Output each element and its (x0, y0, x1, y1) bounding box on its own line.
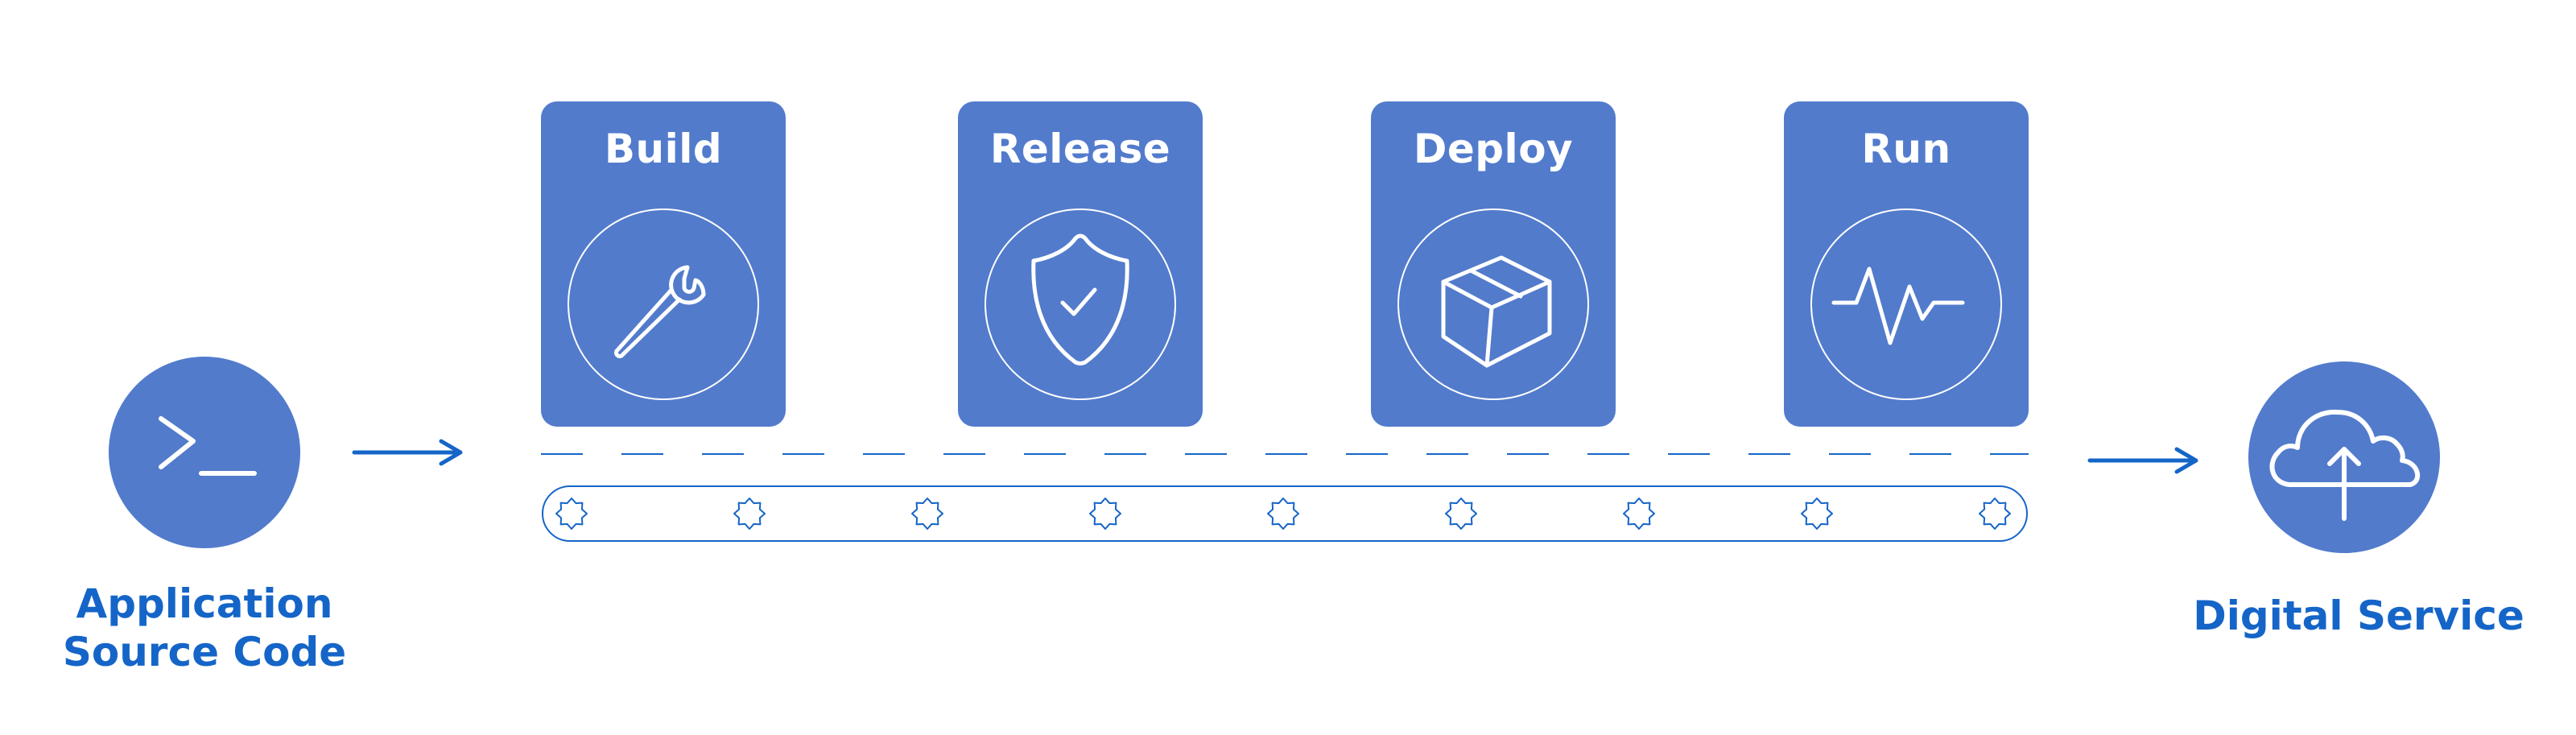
gear-icon (1089, 498, 1121, 530)
gear-icon (555, 498, 588, 530)
conveyor-gears (555, 498, 2011, 530)
pulse-activity-icon (1810, 209, 2002, 400)
gear-icon (1979, 498, 2011, 530)
arrow-right-icon (352, 439, 463, 466)
source-label-line2: Source Code (62, 629, 347, 675)
arrow-right-icon (2087, 447, 2198, 474)
stage-card-deploy: Deploy (1371, 101, 1616, 427)
package-box-icon (1397, 209, 1589, 400)
gear-icon (1801, 498, 1833, 530)
source-label: Application Source Code (43, 580, 365, 676)
source-label-line1: Application (76, 580, 333, 627)
stage-title: Build (604, 126, 723, 172)
terminal-prompt-icon (109, 357, 300, 548)
conveyor-belt (542, 485, 2028, 542)
stage-title: Deploy (1413, 126, 1574, 172)
gear-icon (1267, 498, 1299, 530)
stage-card-run: Run (1784, 101, 2029, 427)
stage-card-release: Release (958, 101, 1203, 427)
stage-card-build: Build (541, 101, 786, 427)
gear-icon (733, 498, 766, 530)
stage-title: Run (1861, 126, 1951, 172)
destination-label: Digital Service (2193, 593, 2524, 639)
cloud-upload-icon (2248, 361, 2440, 553)
gear-icon (911, 498, 943, 530)
gear-icon (1445, 498, 1477, 530)
stage-title: Release (989, 126, 1171, 172)
shield-check-icon (985, 209, 1176, 400)
wrench-icon (568, 209, 759, 400)
gear-icon (1623, 498, 1655, 530)
